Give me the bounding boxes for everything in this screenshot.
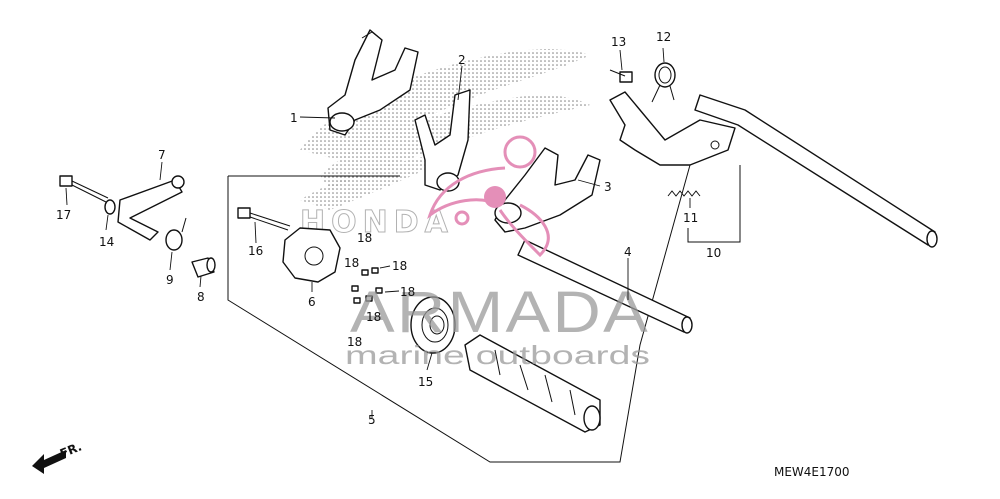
callout-14: 14 (99, 235, 114, 249)
callout-7: 7 (158, 148, 166, 162)
bracket-10 (687, 165, 741, 243)
diagram-code: MEW4E1700 (774, 465, 850, 479)
callout-17: 17 (56, 208, 71, 222)
callout-1: 1 (290, 111, 298, 125)
callout-18e: 18 (366, 310, 381, 324)
callout-16: 16 (248, 244, 263, 258)
shift-drum-5 (464, 334, 601, 433)
gearshift-spindle-10 (609, 91, 938, 248)
armada-brand: ARMADA (350, 280, 650, 345)
bolt-17 (59, 175, 109, 203)
shift-fork-1 (327, 29, 419, 136)
fork-shaft-4 (517, 239, 693, 334)
callout-3: 3 (604, 180, 612, 194)
callout-18a: 18 (357, 231, 372, 245)
callout-13: 13 (611, 35, 626, 49)
spring-9 (165, 217, 187, 251)
callout-5: 5 (368, 413, 376, 427)
leader-lines (65, 47, 691, 418)
callout-11: 11 (683, 211, 698, 225)
callout-labels: 1 2 3 4 5 6 7 8 9 10 11 12 13 14 15 16 1… (56, 30, 721, 427)
armada-tagline: marine outboards (345, 340, 650, 370)
spring-11 (667, 190, 701, 197)
callout-18b: 18 (344, 256, 359, 270)
front-direction-arrow: FR. (32, 439, 84, 474)
armada-watermark: ARMADA marine outboards (345, 135, 650, 370)
callout-4: 4 (624, 245, 632, 259)
washer-14 (104, 199, 116, 215)
return-spring-12 (651, 62, 676, 103)
callout-8: 8 (197, 290, 205, 304)
bolt-13 (609, 69, 633, 83)
callout-9: 9 (166, 273, 174, 287)
collar-8 (191, 257, 216, 278)
callout-18c: 18 (392, 259, 407, 273)
armada-pink-dot (484, 186, 506, 208)
shift-drum-center-6 (282, 227, 341, 283)
callout-6: 6 (308, 295, 316, 309)
bearing-15 (410, 296, 456, 354)
bolt-16 (237, 207, 291, 231)
direction-label: FR. (58, 439, 84, 460)
callout-15: 15 (418, 375, 433, 389)
callout-10: 10 (706, 246, 721, 260)
callout-18d: 18 (400, 285, 415, 299)
dowel-pins-18 (351, 267, 383, 304)
callout-12: 12 (656, 30, 671, 44)
shift-fork-3 (494, 147, 601, 233)
callout-18f: 18 (347, 335, 362, 349)
callout-2: 2 (458, 53, 466, 67)
stopper-arm-7 (117, 175, 185, 241)
armada-pink-emblem (427, 135, 550, 258)
